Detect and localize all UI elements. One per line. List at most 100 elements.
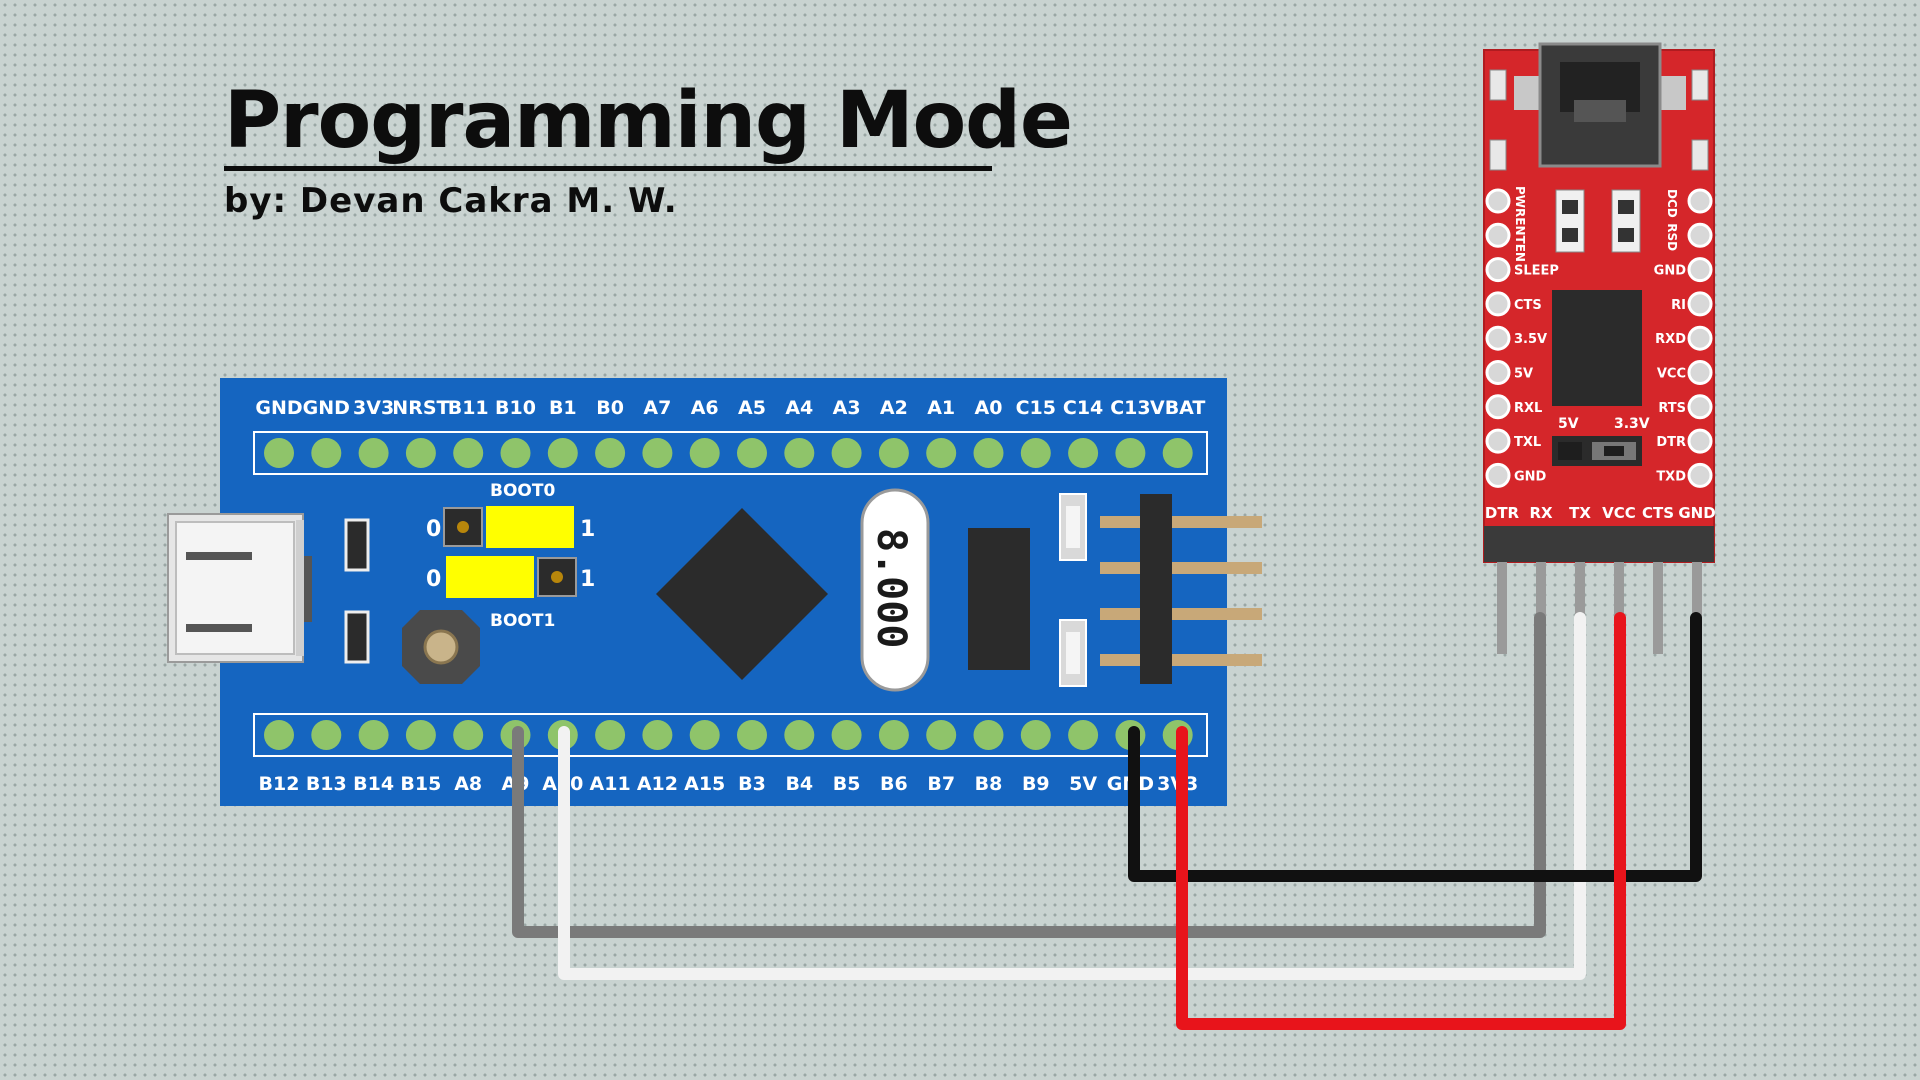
ftdi-left-pin-label: CTS <box>1514 298 1542 313</box>
ftdi-header-pin-label: DTR <box>1485 504 1520 522</box>
ftdi-header-pin <box>1653 562 1663 654</box>
top-pin-pad <box>358 438 389 468</box>
top-pin-label: C13 <box>1110 397 1150 419</box>
bottom-pin-pad <box>926 720 957 750</box>
bottom-pin-label: A15 <box>684 773 725 795</box>
ftdi-left-pin-hole <box>1485 394 1511 420</box>
bottom-pin-pad <box>1068 720 1099 750</box>
top-pin-label: GND <box>255 397 302 419</box>
ftdi-left-pin-label: TXL <box>1514 435 1541 450</box>
bottom-pin-pad <box>453 720 484 750</box>
ftdi-smd-pads-icon <box>1489 69 1709 253</box>
bottom-pin-label: A12 <box>637 773 678 795</box>
bottom-pin-label: A11 <box>590 773 631 795</box>
top-pin-label: GND <box>303 397 350 419</box>
ftdi-right-pin-label: RTS <box>1658 401 1686 416</box>
top-pin-pad <box>642 438 673 468</box>
boot0-one-label: 1 <box>580 517 595 542</box>
reset-button[interactable] <box>402 610 480 684</box>
ftdi-left-pin-label: RXL <box>1514 401 1542 416</box>
power-led-icon <box>1059 493 1087 561</box>
top-pin-label: A6 <box>691 397 719 419</box>
top-pin-label: A3 <box>833 397 861 419</box>
crystal-oscillator-icon: 8.000 <box>860 488 930 692</box>
bottom-pin-pad <box>311 720 342 750</box>
ftdi-left-pin-hole <box>1485 222 1511 248</box>
top-pin-pad <box>1115 438 1146 468</box>
ftdi-right-pin-hole <box>1687 428 1713 454</box>
bottom-pin-pad <box>264 720 294 750</box>
bottom-pin-label: B8 <box>975 773 1003 795</box>
bottom-pin-pad <box>878 720 909 750</box>
top-pin-label: C14 <box>1063 397 1103 419</box>
top-pin-label: B10 <box>495 397 536 419</box>
top-header-strip <box>253 431 1208 475</box>
ftdi-left-pin-hole <box>1485 428 1511 454</box>
bottom-pin-pad <box>737 720 767 750</box>
top-pin-pad <box>405 438 436 468</box>
top-pin-label: B11 <box>448 397 489 419</box>
bottom-pin-label: 5V <box>1069 773 1097 795</box>
ftdi-left-pin-hole <box>1485 257 1511 283</box>
top-pin-label: B1 <box>549 397 577 419</box>
ftdi-left-pin-hole <box>1485 291 1511 317</box>
bottom-pin-pad <box>784 720 815 750</box>
bottom-pin-label: B7 <box>927 773 955 795</box>
ft232-chip-icon <box>1552 290 1642 406</box>
top-pin-label: B0 <box>596 397 624 419</box>
voltage-regulator-icon <box>968 528 1030 670</box>
top-pin-pad <box>737 438 767 468</box>
ftdi-header-pin <box>1536 562 1546 654</box>
ftdi-right-pin-hole <box>1687 188 1713 214</box>
ftdi-right-pin-label: DTR <box>1656 435 1686 450</box>
bottom-pin-pad <box>689 720 720 750</box>
voltage-5v-label: 5V <box>1558 416 1579 432</box>
bottom-header-strip <box>253 713 1208 757</box>
boot1-one-label: 1 <box>580 567 595 592</box>
ftdi-adapter-board: 5V 3.3V PWRENTENSLEEPCTS3.5V5VRXLTXLGND … <box>1483 42 1716 654</box>
top-pin-label: A1 <box>927 397 955 419</box>
ftdi-right-pin-hole <box>1687 360 1713 385</box>
bottom-pin-pad <box>358 720 389 750</box>
ftdi-header-pin <box>1692 562 1702 654</box>
bottom-pin-label: B15 <box>400 773 441 795</box>
mini-usb-connector-icon <box>1514 42 1686 168</box>
top-pin-pad <box>784 438 815 468</box>
top-pin-pad <box>264 438 294 468</box>
voltage-select-jumper[interactable] <box>1552 436 1642 466</box>
ftdi-right-pin-label: RI <box>1671 298 1686 313</box>
boot1-zero-label: 0 <box>426 567 441 592</box>
ftdi-left-pin-label: SLEEP <box>1514 264 1559 279</box>
top-pin-label: A0 <box>975 397 1003 419</box>
top-pin-pad <box>595 438 626 468</box>
ftdi-header-pin <box>1497 562 1507 654</box>
top-pin-pad <box>926 438 957 468</box>
ftdi-left-pin-hole <box>1485 325 1511 351</box>
ftdi-header-pin-label: VCC <box>1602 504 1636 522</box>
bottom-pin-label: B3 <box>738 773 766 795</box>
bottom-pin-label: A8 <box>454 773 482 795</box>
ftdi-right-pin-hole <box>1687 222 1713 248</box>
top-pin-label: A4 <box>785 397 813 419</box>
ftdi-right-pin-label: DCD <box>1665 189 1679 218</box>
wire-a10-to-tx <box>558 612 1586 980</box>
ftdi-left-pin-hole <box>1485 462 1511 488</box>
ftdi-header-block <box>1484 526 1714 562</box>
mcu-chip-icon <box>656 508 828 680</box>
ftdi-left-pin-label: 5V <box>1514 367 1533 382</box>
top-pin-label: A5 <box>738 397 766 419</box>
top-pin-label: NRST <box>392 397 449 419</box>
boot0-jumper[interactable] <box>486 506 574 548</box>
swd-header-icon <box>1100 494 1262 684</box>
bottom-pin-label: B12 <box>259 773 300 795</box>
ftdi-header-pin-label: RX <box>1529 504 1553 522</box>
bottom-pin-pad <box>831 720 862 750</box>
page-title: Programming Mode <box>224 76 1073 166</box>
boot1-label: BOOT1 <box>490 611 555 631</box>
top-pin-pad <box>973 438 1004 468</box>
author-credit: by: Devan Cakra M. W. <box>224 181 678 221</box>
bottom-pin-pad <box>405 720 436 750</box>
boot1-jumper[interactable] <box>446 556 534 598</box>
